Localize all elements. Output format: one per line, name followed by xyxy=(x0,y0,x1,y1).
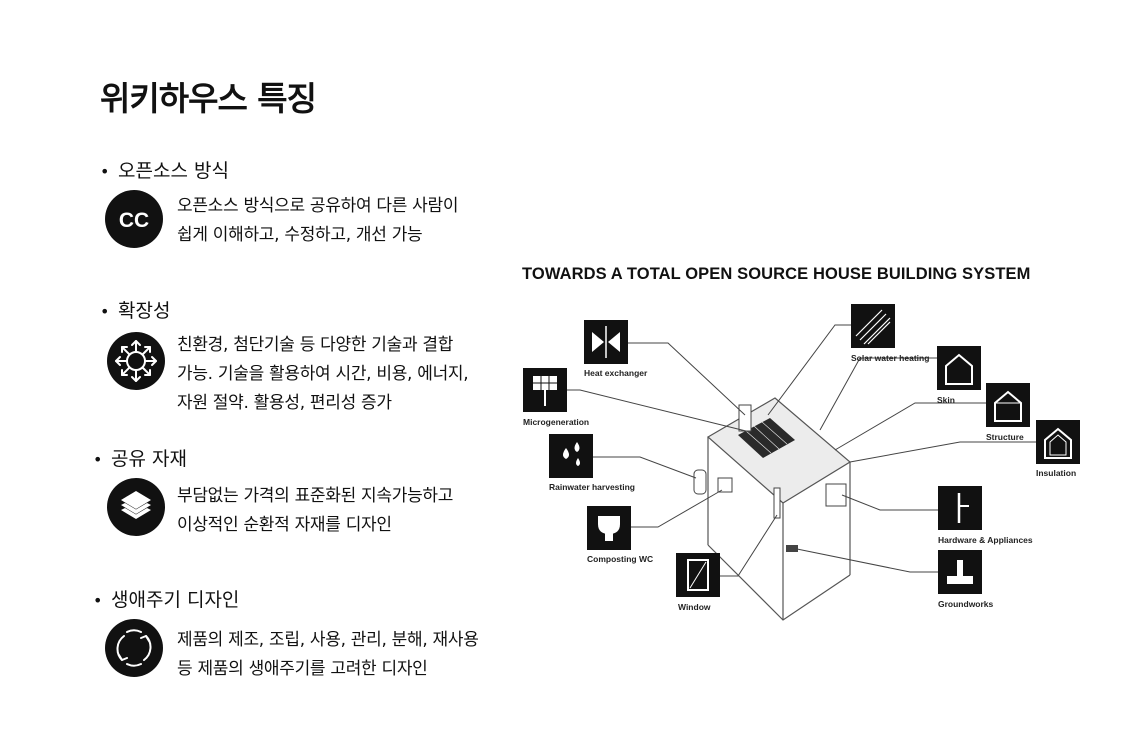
feature-heading-scalability: •확장성 xyxy=(100,300,171,322)
cc-icon: CC xyxy=(105,190,163,248)
label-skin: Skin xyxy=(937,395,955,405)
desc-line: 자원 절약. 활용성, 편리성 증가 xyxy=(177,393,392,413)
groundwork-block xyxy=(786,545,798,552)
desc-line: 제품의 제조, 조립, 사용, 관리, 분해, 재사용 xyxy=(177,630,479,650)
feature-desc-shared-materials: 부담없는 가격의 표준화된 지속가능하고 이상적인 순환적 자재를 디자인 xyxy=(177,482,453,540)
label-heat-exchanger: Heat exchanger xyxy=(584,368,648,378)
insulation-icon xyxy=(1036,420,1080,464)
rainwater-harvesting-icon xyxy=(549,434,593,478)
label-window: Window xyxy=(678,602,711,612)
desc-line: 부담없는 가격의 표준화된 지속가능하고 xyxy=(177,486,454,506)
label-insulation: Insulation xyxy=(1036,468,1076,478)
feature-heading-open-source: •오픈소스 방식 xyxy=(100,160,229,182)
label-rainwater-harvesting: Rainwater harvesting xyxy=(549,482,635,492)
bullet: • xyxy=(93,450,103,469)
feature-desc-lifecycle: 제품의 제조, 조립, 사용, 관리, 분해, 재사용 등 제품의 생애주기를 … xyxy=(177,626,479,684)
microgeneration-icon xyxy=(523,368,567,412)
appliance-box xyxy=(825,483,847,507)
feature-desc-scalability: 친환경, 첨단기술 등 다양한 기술과 결합 가능. 기술을 활용하여 시간, … xyxy=(177,331,469,418)
desc-line: 오픈소스 방식으로 공유하여 다른 사람이 xyxy=(177,196,459,216)
label-groundworks: Groundworks xyxy=(938,599,994,609)
label-hardware-appliances: Hardware & Appliances xyxy=(938,535,1033,545)
skin-icon xyxy=(937,346,981,390)
feature-heading-lifecycle: •생애주기 디자인 xyxy=(93,589,240,611)
bullet: • xyxy=(100,162,110,181)
solar-water-heating-icon xyxy=(851,304,895,348)
feature-heading-shared-materials: •공유 자재 xyxy=(93,448,187,470)
label-microgeneration: Microgeneration xyxy=(523,417,589,427)
window-unit xyxy=(773,487,781,519)
roof-solar-panel xyxy=(738,418,795,458)
structure-icon xyxy=(986,383,1030,427)
desc-line: 쉽게 이해하고, 수정하고, 개선 가능 xyxy=(177,225,423,245)
cc-icon-text: CC xyxy=(119,209,149,232)
rainwater-tank xyxy=(693,469,707,495)
desc-line: 가능. 기술을 활용하여 시간, 비용, 에너지, xyxy=(177,364,469,384)
label-composting-wc: Composting WC xyxy=(587,554,653,564)
heat-exchanger-unit xyxy=(738,404,752,432)
desc-line: 등 제품의 생애주기를 고려한 디자인 xyxy=(177,659,428,679)
label-solar-water-heating: Solar water heating xyxy=(851,353,929,363)
diagram-title: TOWARDS A TOTAL OPEN SOURCE HOUSE BUILDI… xyxy=(522,265,1031,283)
feature-desc-open-source: 오픈소스 방식으로 공유하여 다른 사람이 쉽게 이해하고, 수정하고, 개선 … xyxy=(177,192,459,250)
window-icon xyxy=(676,553,720,597)
desc-line: 이상적인 순환적 자재를 디자인 xyxy=(177,515,392,535)
composting-unit xyxy=(717,477,733,493)
heat-exchanger-icon xyxy=(584,320,628,364)
layers-icon xyxy=(107,478,165,536)
groundworks-icon xyxy=(938,550,982,594)
desc-line: 친환경, 첨단기술 등 다양한 기술과 결합 xyxy=(177,335,454,355)
expand-arrows-icon xyxy=(107,332,165,390)
cycle-arrows-icon xyxy=(105,619,163,677)
hardware-appliances-icon xyxy=(938,486,982,530)
bullet: • xyxy=(93,591,103,610)
label-structure: Structure xyxy=(986,432,1024,442)
bullet: • xyxy=(100,302,110,321)
composting-wc-icon xyxy=(587,506,631,550)
page-title: 위키하우스 특징 xyxy=(100,79,317,118)
